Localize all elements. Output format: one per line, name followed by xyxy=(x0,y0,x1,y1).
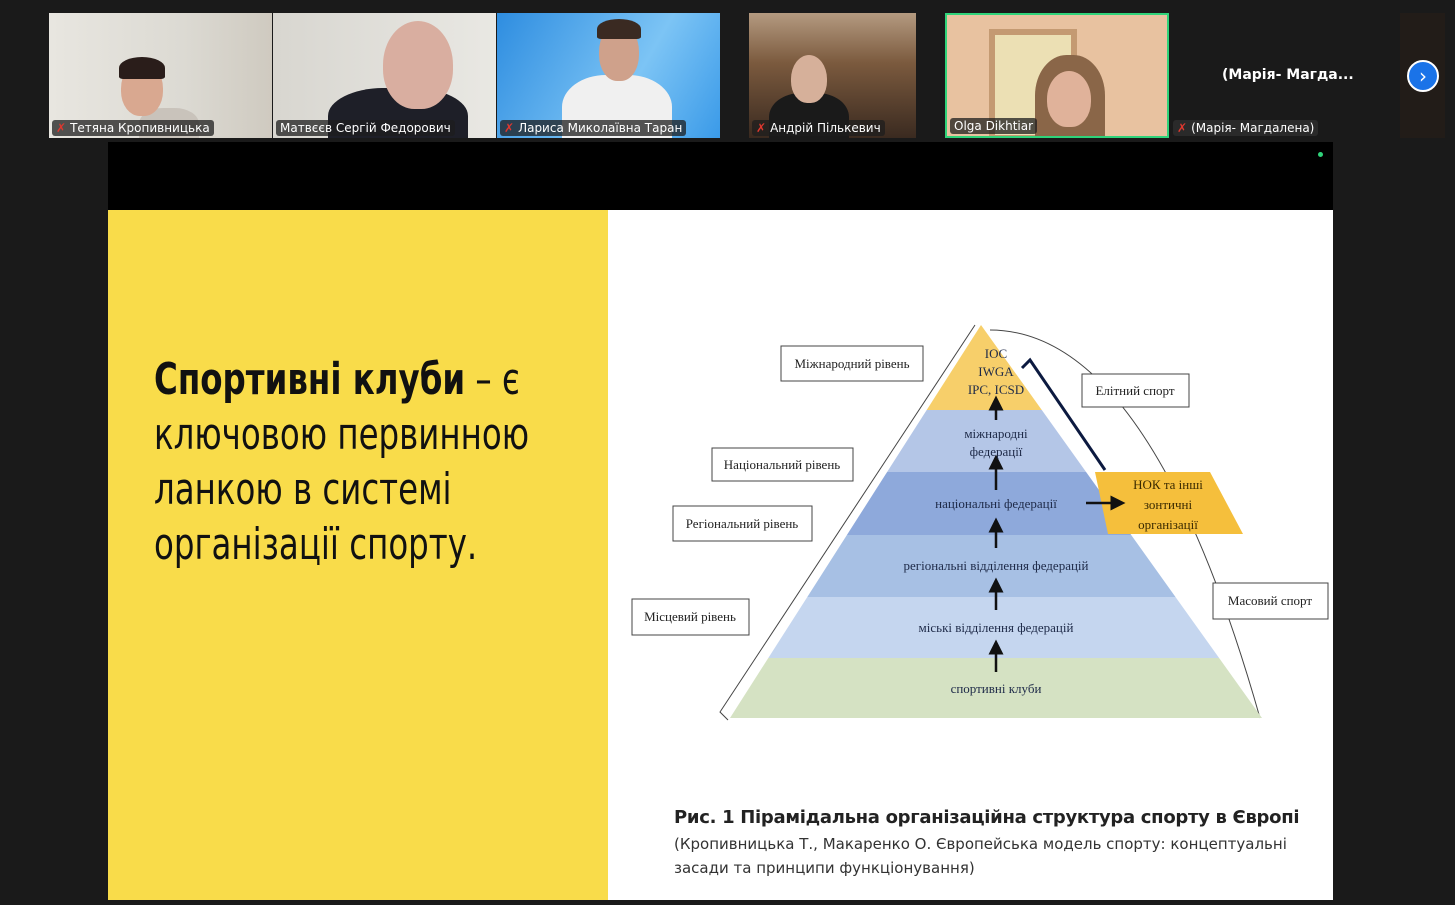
flow-arrows xyxy=(988,395,1126,672)
mass-sport-label: Масовий спорт xyxy=(1228,593,1312,608)
tier-intl xyxy=(887,410,1087,472)
participant-name: Olga Dikhtiar xyxy=(950,118,1038,134)
participant-tile[interactable]: (Марія- Магда... ✗(Марія- Магдалена) xyxy=(1170,13,1395,138)
tier-label: IWGA xyxy=(978,364,1014,379)
tier-city xyxy=(768,597,1220,658)
tier-label: міжнародні xyxy=(964,426,1028,441)
tier-label: міські відділення федерацій xyxy=(919,620,1074,635)
mic-muted-icon: ✗ xyxy=(756,121,767,135)
shared-slide: Спортивні клуби – є ключовою первинною л… xyxy=(108,142,1333,900)
slide-top-bar xyxy=(108,142,1333,210)
slide-headline: Спортивні клуби – є ключовою первинною л… xyxy=(154,354,530,570)
mic-muted-icon: ✗ xyxy=(1177,121,1188,135)
next-page-button[interactable]: › xyxy=(1407,60,1439,92)
elite-sport-label: Елітний спорт xyxy=(1095,383,1174,398)
noc-label: НОК та інші xyxy=(1133,477,1203,492)
level-bracket xyxy=(719,324,976,721)
tier-label: IPC, ICSD xyxy=(968,382,1024,397)
participant-name: ✗(Марія- Магдалена) xyxy=(1173,120,1319,136)
participant-name: ✗Тетяна Кропивницька xyxy=(52,120,214,136)
tier-label: національні федерації xyxy=(935,496,1057,511)
participant-tile[interactable]: ✗Андрій Пількевич xyxy=(749,13,916,138)
tier-label: спортивні клуби xyxy=(951,681,1042,696)
tier-top xyxy=(926,325,1042,410)
participant-tile[interactable]: Матвєєв Сергій Федорович xyxy=(273,13,496,138)
level-label: Місцевий рівень xyxy=(644,609,736,624)
noc-box xyxy=(1095,472,1243,534)
participant-tile[interactable]: ✗Лариса Миколаївна Таран xyxy=(497,13,720,138)
level-label: Національний рівень xyxy=(724,457,841,472)
noc-label: організації xyxy=(1138,517,1198,532)
level-label: Регіональний рівень xyxy=(686,516,799,531)
elite-arrow xyxy=(1020,357,1107,471)
participant-name: ✗Андрій Пількевич xyxy=(752,120,885,136)
mic-muted-icon: ✗ xyxy=(56,121,67,135)
pyramid-diagram: IOC IWGA IPC, ICSD міжнародні федерації … xyxy=(631,324,1329,721)
participant-name: Матвєєв Сергій Федорович xyxy=(276,120,455,136)
participant-tile-active[interactable]: Olga Dikhtiar xyxy=(945,13,1169,138)
tier-label: федерації xyxy=(970,444,1023,459)
tier-regional xyxy=(807,535,1176,597)
slide-left-panel xyxy=(108,210,608,900)
figure-caption: Рис. 1 Пірамідальна організаційна структ… xyxy=(674,807,1300,877)
tier-label: IOC xyxy=(985,346,1007,361)
tier-national xyxy=(846,472,1132,535)
mic-muted-icon: ✗ xyxy=(504,121,515,135)
tier-clubs xyxy=(730,658,1262,718)
noc-label: зонтичні xyxy=(1144,497,1193,512)
participant-tile[interactable]: ✗Тетяна Кропивницька xyxy=(49,13,272,138)
participant-display-name: (Марія- Магда... xyxy=(1222,67,1354,83)
chevron-right-icon: › xyxy=(1419,64,1427,88)
tier-label: регіональні відділення федерацій xyxy=(904,558,1089,573)
status-dot xyxy=(1318,152,1323,157)
level-label: Міжнародний рівень xyxy=(794,356,909,371)
participant-name: ✗Лариса Миколаївна Таран xyxy=(500,120,687,136)
